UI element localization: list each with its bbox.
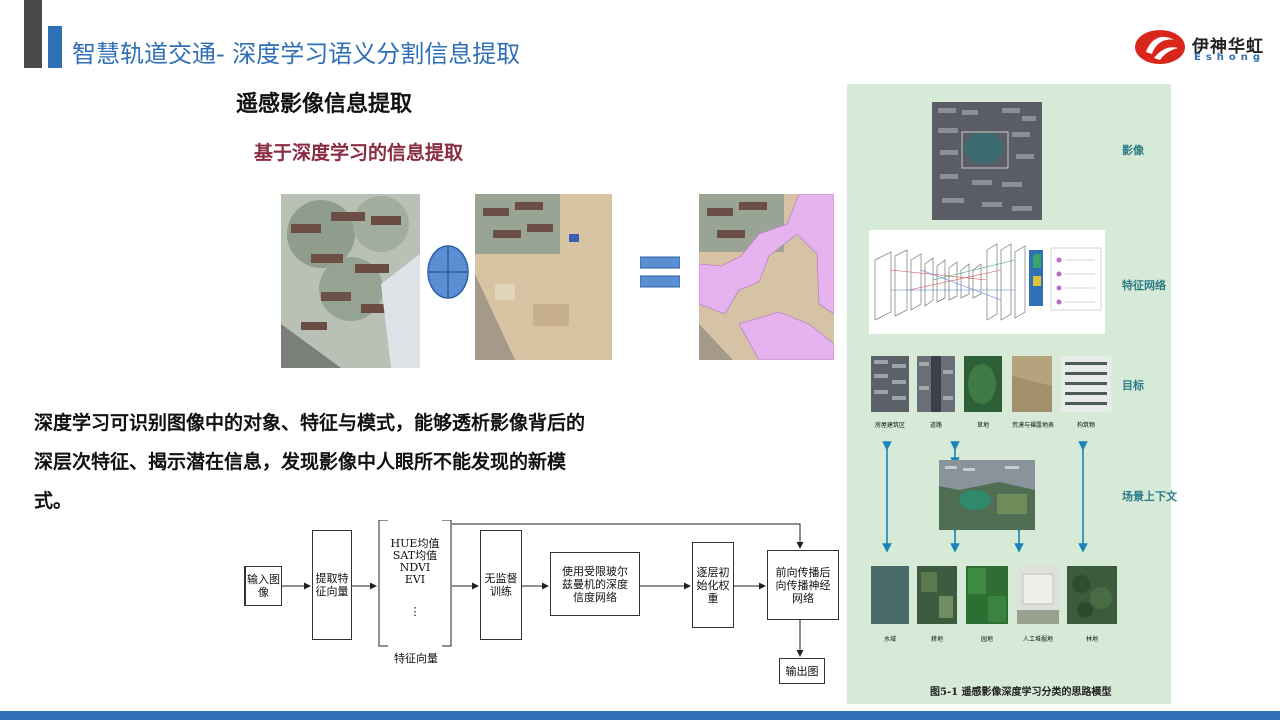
flow-extract-box: 提取特征向量: [312, 530, 352, 640]
satellite-image-residential: [281, 194, 420, 368]
flow-feature-item: NDVI: [399, 561, 431, 574]
flow-feature-item: HUE均值: [390, 537, 440, 550]
flow-unsupervised-box: 无监督训练: [480, 530, 522, 640]
panel-arrows: [882, 441, 1088, 553]
flow-feature-list: HUE均值 SAT均值 NDVI EVI ⋮: [384, 538, 446, 618]
scene-caption: 人工堆掘地: [1022, 636, 1053, 643]
panel-aerial-image: [932, 102, 1042, 220]
flow-feature-item: SAT均值: [392, 549, 438, 562]
target-caption: 荒漠与裸露地表: [1011, 422, 1054, 429]
segmentation-result-image: [699, 194, 834, 360]
target-caption: 道路: [929, 422, 942, 429]
satellite-image-construction: [475, 194, 612, 360]
company-logo-icon: [1134, 28, 1186, 66]
panel-label-image: 影像: [1122, 144, 1144, 157]
figure-caption: 图5-1 遥感影像深度学习分类的思路模型: [930, 687, 1112, 698]
footer-bar: [0, 711, 1280, 720]
equals-operator-icon: [639, 255, 681, 289]
target-thumb-structure: [1061, 356, 1111, 412]
flow-feature-ellipsis: ⋮: [409, 605, 421, 618]
panel-label-target: 目标: [1122, 379, 1144, 392]
target-thumb-bare-land: [1012, 356, 1052, 412]
panel-label-feature-net: 特征网络: [1122, 279, 1166, 292]
scene-thumb-artificial: [1017, 566, 1059, 624]
panel-scene-image: [939, 460, 1035, 530]
scene-thumb-water: [871, 566, 909, 624]
page-title: 智慧轨道交通- 深度学习语义分割信息提取: [72, 40, 521, 68]
flow-feature-label: 特征向量: [394, 652, 438, 665]
panel-label-scene: 场景上下文: [1122, 490, 1177, 503]
combine-operator-icon: [427, 245, 469, 299]
section-subheading: 基于深度学习的信息提取: [254, 142, 464, 164]
flow-init-box: 逐层初始化权重: [692, 542, 734, 628]
header-accent-bar: [24, 0, 42, 68]
logo-text-en: Eshong: [1194, 52, 1266, 63]
flow-input-box: 输入图像: [244, 566, 282, 606]
logo-text-cn: 伊神华虹: [1192, 37, 1264, 57]
scene-caption: 耕地: [930, 636, 943, 643]
scene-thumb-orchard: [966, 566, 1008, 624]
target-thumb-buildings: [871, 356, 909, 412]
scene-thumb-forest: [1067, 566, 1117, 624]
scene-caption: 水域: [883, 636, 896, 643]
model-diagram-panel: 影像: [847, 84, 1177, 704]
target-thumb-road: [917, 356, 955, 412]
target-caption: 房屋建筑区: [874, 422, 905, 429]
flow-feature-item: EVI: [404, 573, 426, 586]
flow-bp-box: 前向传播后向传播神经网络: [767, 550, 839, 620]
flowchart: 输入图像 提取特征向量 HUE均值 SAT均值 NDVI EVI ⋮ 特征向量 …: [238, 520, 839, 690]
panel-network-diagram: [869, 230, 1105, 334]
scene-caption: 林地: [1085, 636, 1098, 643]
scene-caption: 园地: [980, 636, 993, 643]
target-caption: 构筑物: [1076, 422, 1095, 429]
target-thumb-grass: [964, 356, 1002, 412]
flow-rbm-box: 使用受限玻尔兹曼机的深度信度网络: [550, 552, 640, 616]
flow-output-box: 输出图: [779, 658, 825, 684]
target-caption: 草地: [976, 422, 989, 429]
scene-thumb-farmland: [917, 566, 957, 624]
description-paragraph: 深度学习可识别图像中的对象、特征与模式，能够透析影像背后的深层次特征、揭示潜在信…: [34, 412, 586, 512]
header-title-marker: [48, 26, 62, 68]
section-heading: 遥感影像信息提取: [236, 92, 413, 117]
